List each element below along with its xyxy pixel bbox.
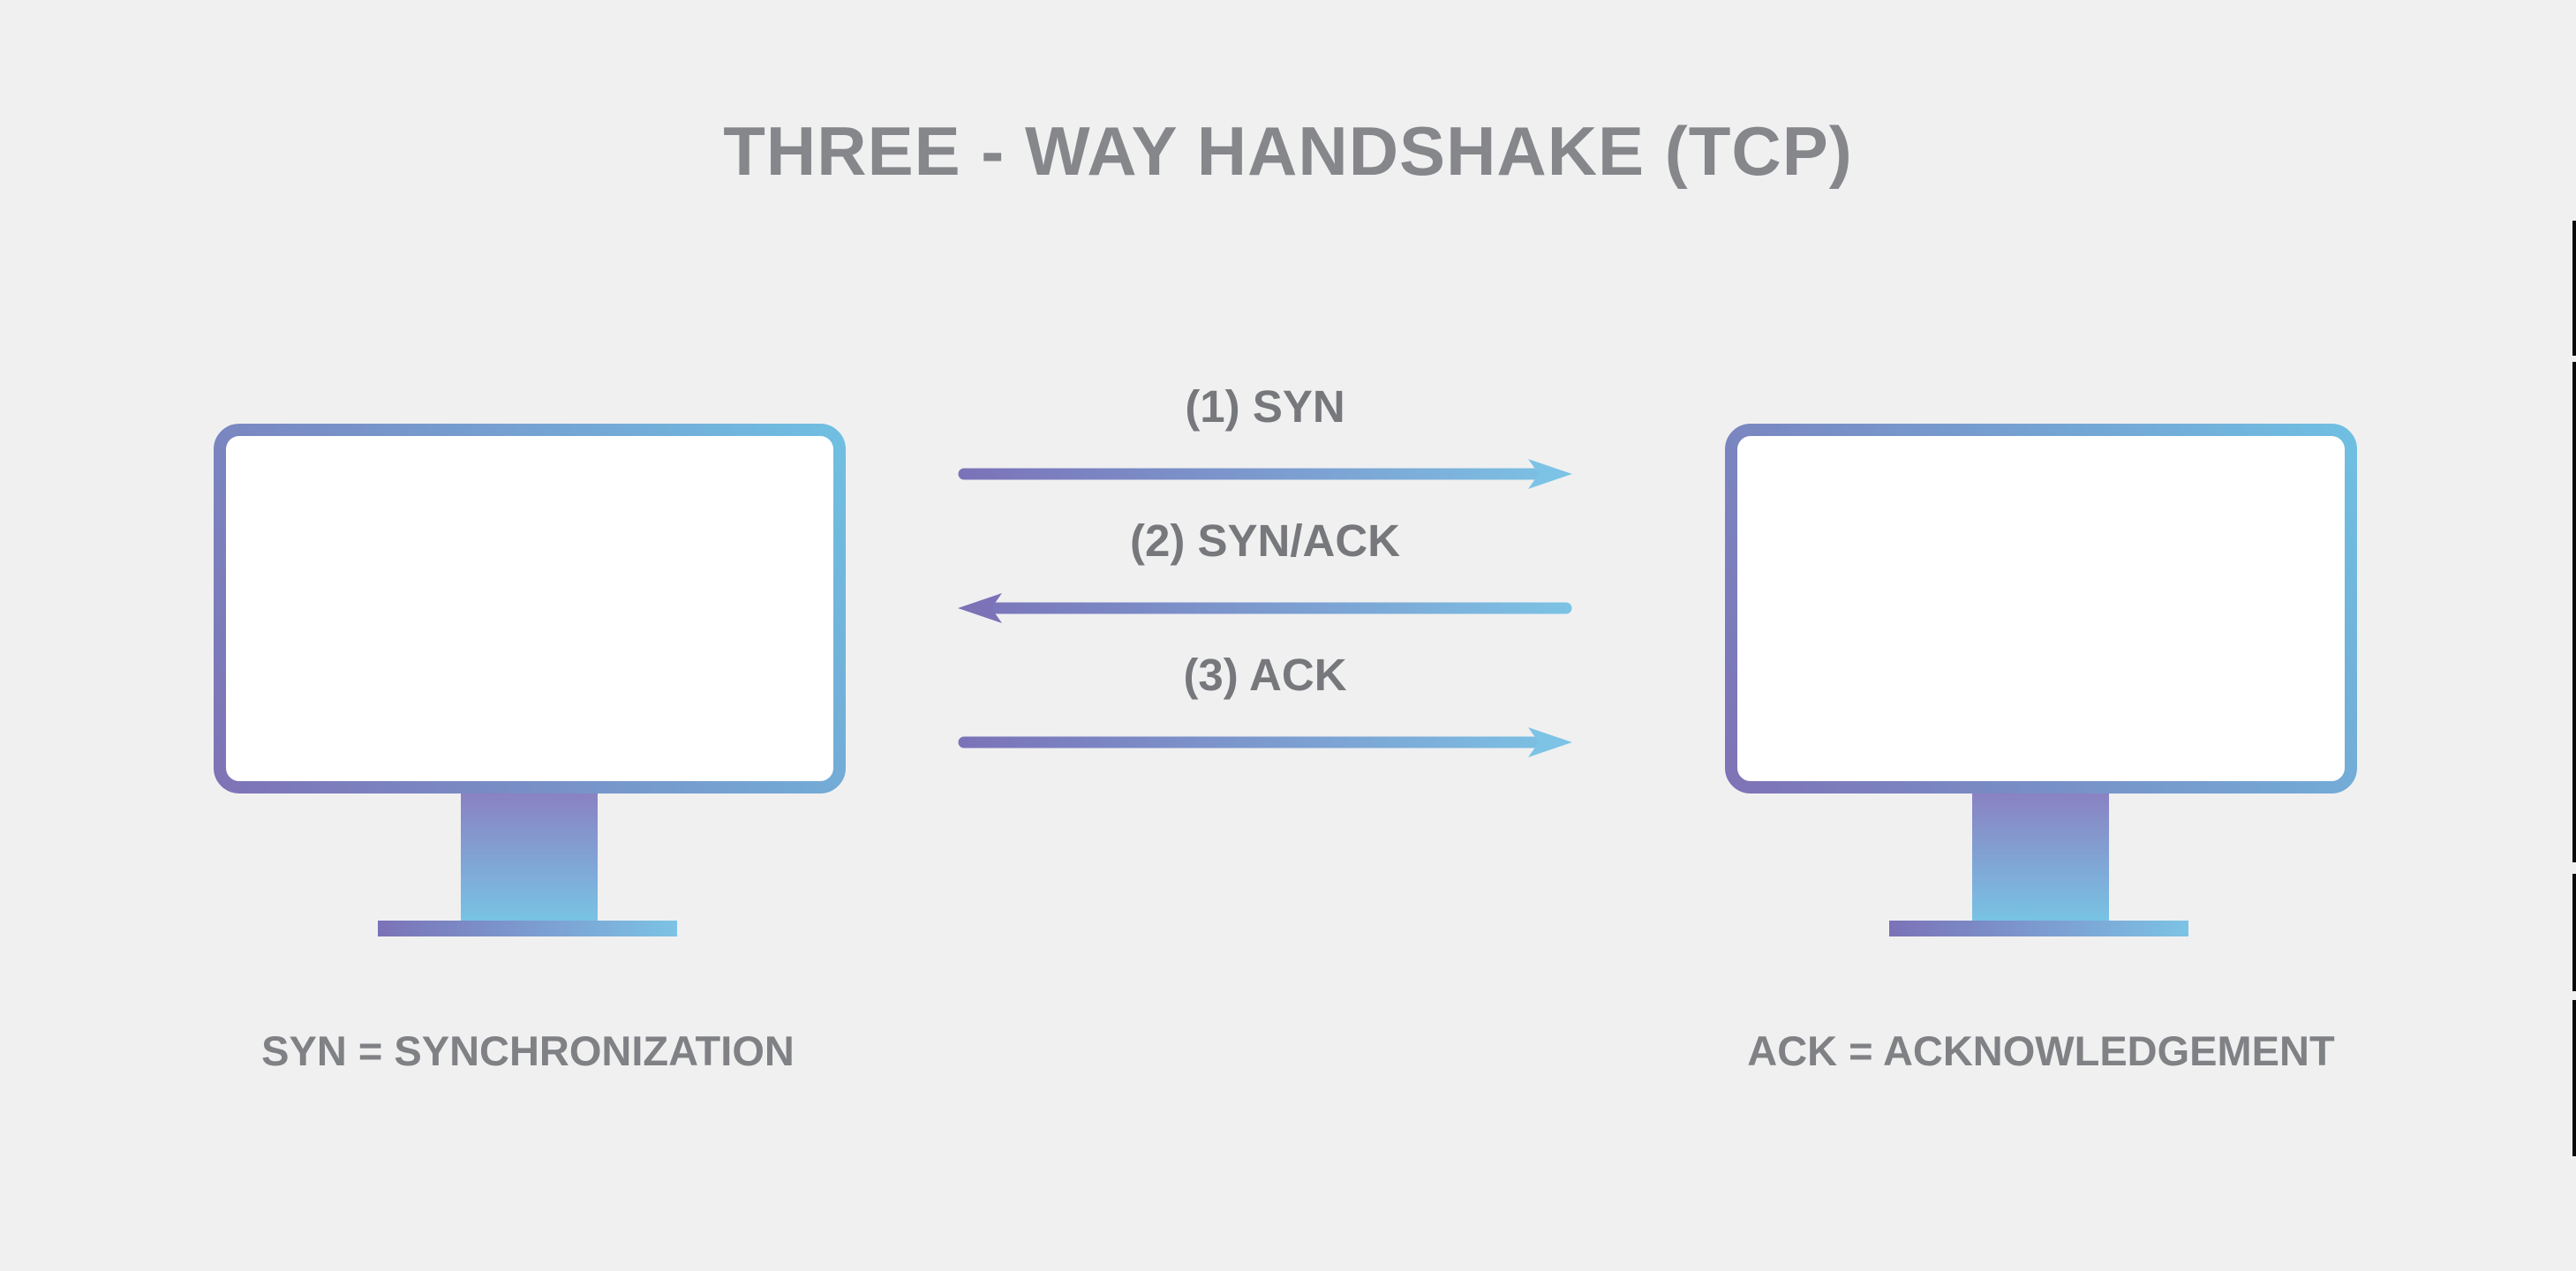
right-edge-artifact-segment <box>2572 362 2576 862</box>
right-edge-artifact-segment <box>2572 221 2576 356</box>
desktop-monitor-icon <box>214 424 846 936</box>
monitor-stand <box>1972 790 2109 921</box>
desktop-monitor-icon <box>1725 424 2357 936</box>
monitor-stand <box>461 790 598 921</box>
arrow-right-icon <box>958 727 1572 757</box>
right-edge-artifact-segment <box>2572 1000 2576 1156</box>
right-edge-artifact-segment <box>2572 874 2576 991</box>
monitor-base <box>1889 921 2188 936</box>
arrow-right-icon <box>958 459 1572 489</box>
arrow-head <box>1528 727 1572 757</box>
message-label-ack: (3) ACK <box>1183 650 1347 700</box>
page-title: THREE - WAY HANDSHAKE (TCP) <box>723 112 1853 190</box>
monitor-screen <box>1725 424 2357 793</box>
arrow-head <box>1528 459 1572 489</box>
message-label-syn: (1) SYN <box>1185 381 1345 432</box>
legend-ack: ACK = ACKNOWLEDGEMENT <box>1747 1027 2335 1074</box>
monitor-base <box>378 921 677 936</box>
monitor-screen <box>214 424 846 793</box>
arrow-head <box>958 593 1002 623</box>
legend-syn: SYN = SYNCHRONIZATION <box>261 1027 795 1074</box>
arrow-left-icon <box>958 593 1572 623</box>
message-label-syn-ack: (2) SYN/ACK <box>1129 515 1401 566</box>
